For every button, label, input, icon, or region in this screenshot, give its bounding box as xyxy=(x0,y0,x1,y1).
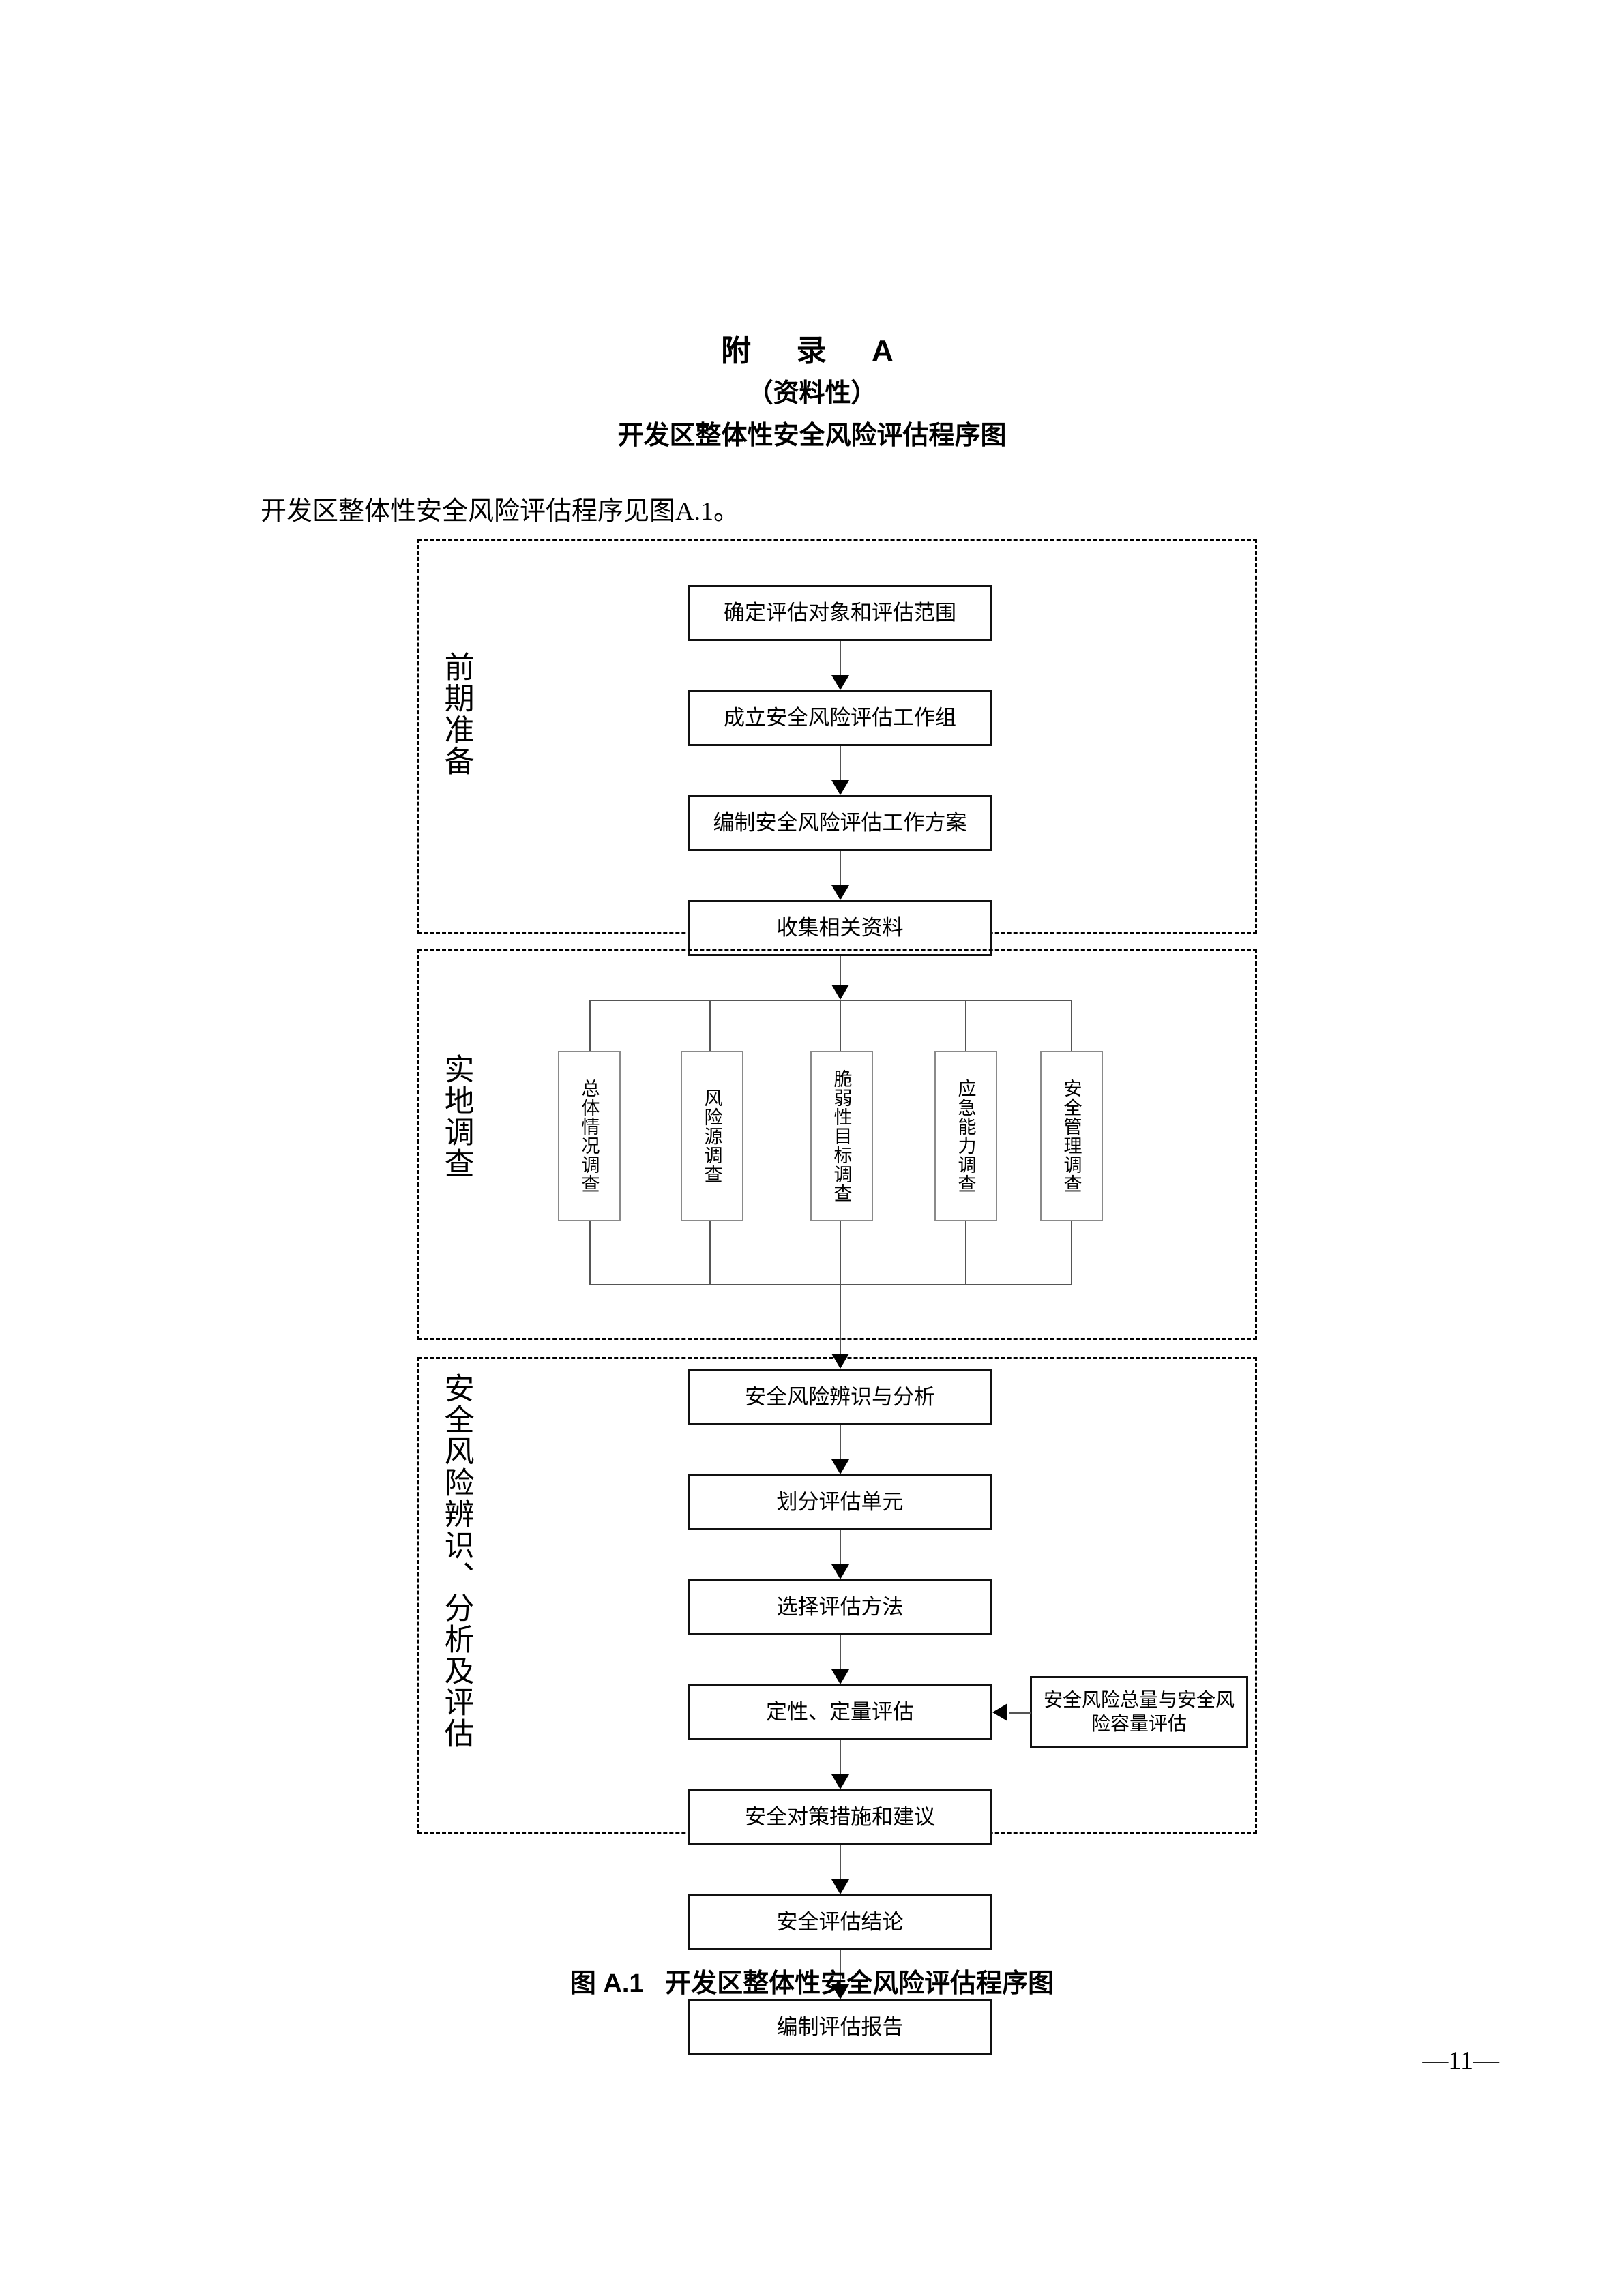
connector-line xyxy=(840,956,841,997)
appendix-subtitle: （资料性） xyxy=(747,379,877,408)
connector-bus-top xyxy=(589,1000,1072,1001)
node-vulnerable-target-survey: 脆弱性目标调查 xyxy=(810,1051,873,1221)
stage-label-risk-analysis: 安全风险辨识、分析及评估 xyxy=(439,1373,473,1749)
connector-line xyxy=(965,1221,966,1284)
arrow-down-icon xyxy=(831,1879,849,1894)
arrow-down-icon xyxy=(831,1459,849,1474)
connector-line xyxy=(709,1221,711,1284)
arrow-down-icon xyxy=(831,885,849,900)
connector-line xyxy=(589,1000,591,1051)
arrow-left-icon xyxy=(992,1703,1007,1721)
node-label: 风险源调查 xyxy=(701,1088,722,1184)
connector-line xyxy=(840,746,841,792)
arrow-down-icon xyxy=(831,1669,849,1684)
connector-line xyxy=(965,1000,966,1051)
stage-label-preparation: 前期准备 xyxy=(439,651,473,777)
node-establish-workgroup: 成立安全风险评估工作组 xyxy=(688,690,992,746)
connector-line xyxy=(840,1530,841,1577)
node-safety-measures-suggestions: 安全对策措施和建议 xyxy=(688,1789,992,1845)
connector-line xyxy=(1071,1000,1072,1051)
node-risk-source-survey: 风险源调查 xyxy=(681,1051,743,1221)
node-label: 总体情况调查 xyxy=(578,1079,600,1193)
appendix-title: 附 录 A xyxy=(721,334,903,368)
connector-line xyxy=(840,1000,841,1051)
arrow-down-icon xyxy=(831,780,849,795)
intro-paragraph: 开发区整体性安全风险评估程序见图A.1。 xyxy=(261,497,739,526)
node-collect-materials: 收集相关资料 xyxy=(688,900,992,956)
node-define-scope: 确定评估对象和评估范围 xyxy=(688,585,992,641)
connector-line xyxy=(840,1845,841,1892)
connector-line xyxy=(840,1635,841,1682)
connector-line xyxy=(1009,1712,1031,1714)
node-overall-situation-survey: 总体情况调查 xyxy=(558,1051,621,1221)
node-qualitative-quantitative-evaluation: 定性、定量评估 xyxy=(688,1684,992,1740)
connector-line xyxy=(709,1000,711,1051)
appendix-name: 开发区整体性安全风险评估程序图 xyxy=(617,421,1007,450)
node-risk-total-capacity-evaluation: 安全风险总量与安全风险容量评估 xyxy=(1030,1676,1248,1748)
stage-group-field-survey xyxy=(417,949,1257,1340)
stage-label-field-survey: 实地调查 xyxy=(439,1054,473,1179)
connector-line xyxy=(840,1425,841,1472)
arrow-down-icon xyxy=(831,985,849,1000)
connector-line xyxy=(840,1950,841,1997)
node-compile-evaluation-report: 编制评估报告 xyxy=(688,1999,992,2055)
connector-bus-bottom xyxy=(589,1284,1072,1285)
arrow-down-icon xyxy=(831,1774,849,1789)
connector-line xyxy=(840,851,841,897)
connector-line xyxy=(589,1221,591,1284)
arrow-down-icon xyxy=(831,1984,849,1999)
node-divide-evaluation-units: 划分评估单元 xyxy=(688,1474,992,1530)
node-label: 应急能力调查 xyxy=(955,1079,976,1193)
node-risk-identification-analysis: 安全风险辨识与分析 xyxy=(688,1369,992,1425)
connector-line xyxy=(1071,1221,1072,1284)
connector-line xyxy=(840,641,841,687)
page-number: —11— xyxy=(1422,2046,1499,2075)
node-safety-management-survey: 安全管理调查 xyxy=(1040,1051,1103,1221)
node-select-evaluation-method: 选择评估方法 xyxy=(688,1579,992,1635)
figure-caption: 图 A.1 开发区整体性安全风险评估程序图 xyxy=(570,1969,1054,1998)
node-label: 安全管理调查 xyxy=(1061,1079,1082,1193)
node-compile-plan: 编制安全风险评估工作方案 xyxy=(688,795,992,851)
node-safety-evaluation-conclusion: 安全评估结论 xyxy=(688,1894,992,1950)
connector-line xyxy=(840,1740,841,1787)
connector-line xyxy=(840,1221,841,1365)
node-emergency-capability-survey: 应急能力调查 xyxy=(934,1051,997,1221)
node-label: 脆弱性目标调查 xyxy=(831,1069,852,1203)
arrow-down-icon xyxy=(831,675,849,690)
arrow-down-icon xyxy=(831,1564,849,1579)
